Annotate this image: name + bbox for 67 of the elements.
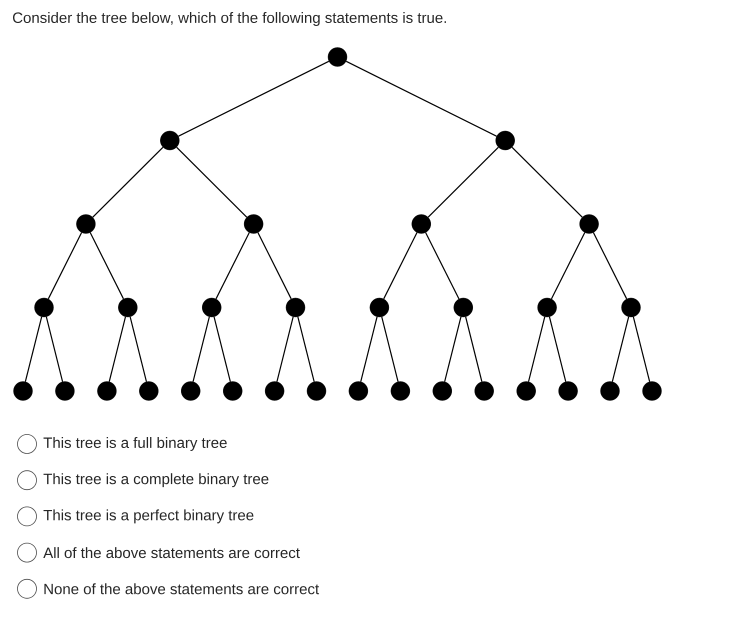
option-text: This tree is a full binary tree xyxy=(44,437,227,451)
tree-edge xyxy=(465,316,482,382)
tree-edge xyxy=(46,316,64,382)
tree-node xyxy=(139,381,158,401)
tree-edge xyxy=(257,232,292,300)
tree-edge xyxy=(360,316,378,382)
tree-node xyxy=(370,298,390,318)
tree-node xyxy=(328,47,348,67)
tree-node xyxy=(286,298,306,318)
tree-node xyxy=(432,381,452,401)
tree-edge xyxy=(178,60,330,137)
tree-node xyxy=(390,381,410,401)
tree-node xyxy=(202,298,222,318)
tree-node xyxy=(412,214,431,234)
tree-node xyxy=(621,298,641,318)
tree-node xyxy=(600,381,620,401)
tree-node xyxy=(496,130,515,150)
tree-edge xyxy=(276,316,294,382)
option-text: All of the above statements are correct xyxy=(43,547,300,558)
tree-edge xyxy=(548,316,566,382)
tree-node xyxy=(55,381,75,401)
tree-edge xyxy=(383,232,418,300)
tree-node xyxy=(97,381,117,401)
tree-edge xyxy=(346,60,497,137)
question-text: Consider the tree below, which of the following statements is true. xyxy=(12,12,446,26)
tree-node xyxy=(537,298,557,318)
tree-edge xyxy=(297,316,315,382)
tree-node xyxy=(474,381,494,401)
tree-edge xyxy=(550,232,586,300)
tree-node xyxy=(34,298,54,318)
tree-edge xyxy=(90,232,124,300)
tree-edge xyxy=(612,316,630,382)
tree-node xyxy=(348,381,368,401)
tree-edge xyxy=(48,232,82,300)
tree-node xyxy=(76,214,96,234)
tree-node xyxy=(579,214,599,234)
tree-node xyxy=(223,381,242,401)
tree-edge xyxy=(92,146,164,218)
option-text: This tree is a perfect binary tree xyxy=(44,509,254,524)
tree-edge xyxy=(108,316,126,382)
tree-node xyxy=(264,381,284,401)
tree-edge xyxy=(632,316,650,382)
tree-node xyxy=(118,298,138,318)
tree-edge xyxy=(381,316,399,382)
tree-node xyxy=(160,130,180,150)
tree-node xyxy=(306,381,326,401)
tree-edge xyxy=(216,232,250,300)
tree-edge xyxy=(444,316,462,382)
tree-edge xyxy=(528,316,546,382)
tree-edge xyxy=(192,316,210,382)
tree-edge xyxy=(213,316,231,382)
tree-edge xyxy=(428,146,499,218)
tree-node xyxy=(558,381,578,401)
tree-node xyxy=(181,381,200,401)
option-text: This tree is a complete binary tree xyxy=(44,473,268,488)
option-text: None of the above statements are correct xyxy=(44,583,320,594)
tree-node xyxy=(13,381,33,401)
tree-node xyxy=(516,381,536,401)
tree-node xyxy=(244,214,264,234)
tree-node xyxy=(454,298,473,318)
tree-edge xyxy=(592,232,628,300)
tree-edge xyxy=(24,316,42,382)
tree-edge xyxy=(130,316,148,382)
tree-edge xyxy=(425,232,460,300)
tree-node xyxy=(642,381,662,401)
tree-edge xyxy=(176,146,248,218)
tree-edge xyxy=(512,146,583,218)
